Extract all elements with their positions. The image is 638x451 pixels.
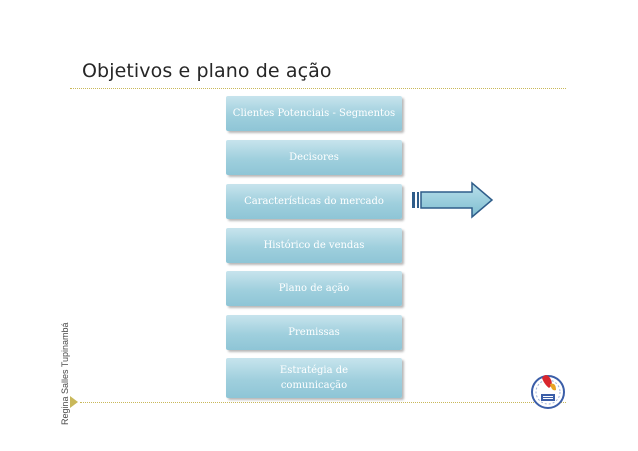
- slide-title: Objetivos e plano de ação: [82, 60, 332, 82]
- author-credit: Regina Salles Tupinambá: [60, 322, 70, 425]
- institution-seal-icon: [530, 370, 566, 410]
- flow-box-decisores: Decisores: [226, 140, 402, 175]
- flow-box-plano-acao: Plano de ação: [226, 271, 402, 306]
- flow-box-estrategia-comunicacao: Estratégia de comunicação: [226, 358, 402, 398]
- flow-box-premissas: Premissas: [226, 315, 402, 350]
- flow-box-caracteristicas-mercado: Características do mercado: [226, 184, 402, 219]
- flow-box-historico-vendas: Histórico de vendas: [226, 228, 402, 263]
- title-divider: [70, 88, 566, 89]
- play-triangle-icon: [70, 396, 78, 408]
- arrow-right-icon: [410, 180, 495, 220]
- footer-divider: [80, 402, 566, 403]
- flow-box-clientes-potenciais: Clientes Potenciais - Segmentos: [226, 96, 402, 131]
